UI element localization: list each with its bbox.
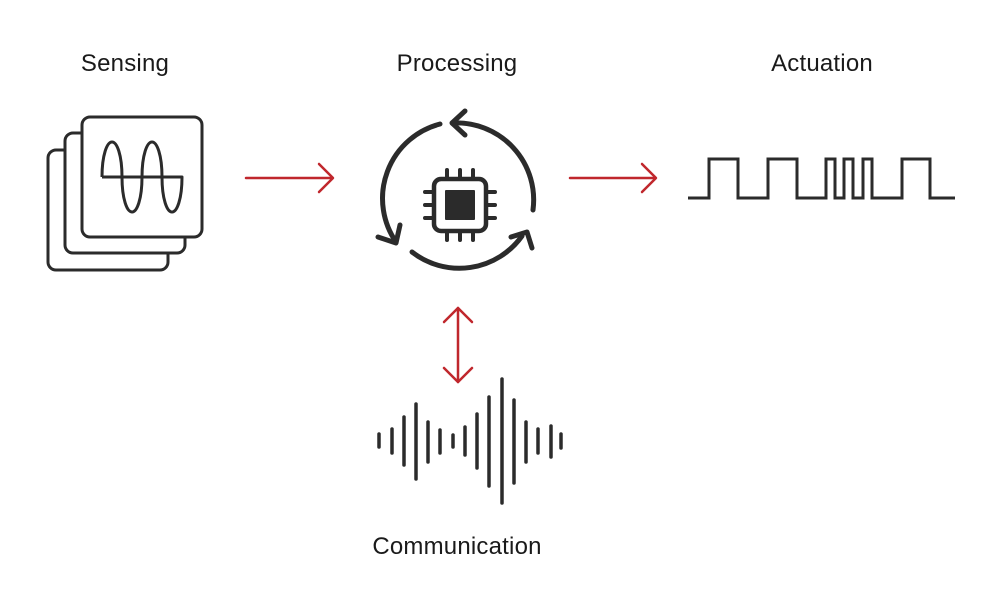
sine-wave-icon	[100, 140, 184, 214]
arrowhead-left	[375, 222, 403, 246]
arrowhead-top	[449, 108, 468, 138]
processing-icon	[375, 108, 537, 271]
audio-waveform-icon	[377, 377, 563, 505]
sensing-label: Sensing	[80, 50, 170, 77]
actuation-label: Actuation	[771, 50, 873, 77]
processing-label: Processing	[396, 50, 518, 77]
cycle-arc-top-right	[450, 120, 537, 213]
arrow-sensing-to-processing	[244, 162, 335, 194]
chip-icon	[423, 168, 497, 242]
square-wave-icon	[688, 157, 955, 200]
arrow-processing-to-actuation	[568, 162, 658, 194]
arrowhead-right	[508, 229, 535, 251]
sensing-icon	[46, 115, 204, 272]
arrow-processing-communication-bidirectional	[442, 306, 474, 384]
cycle-arc-bottom	[409, 233, 525, 271]
communication-label: Communication	[372, 533, 542, 560]
cycle-arc-left	[380, 121, 443, 245]
